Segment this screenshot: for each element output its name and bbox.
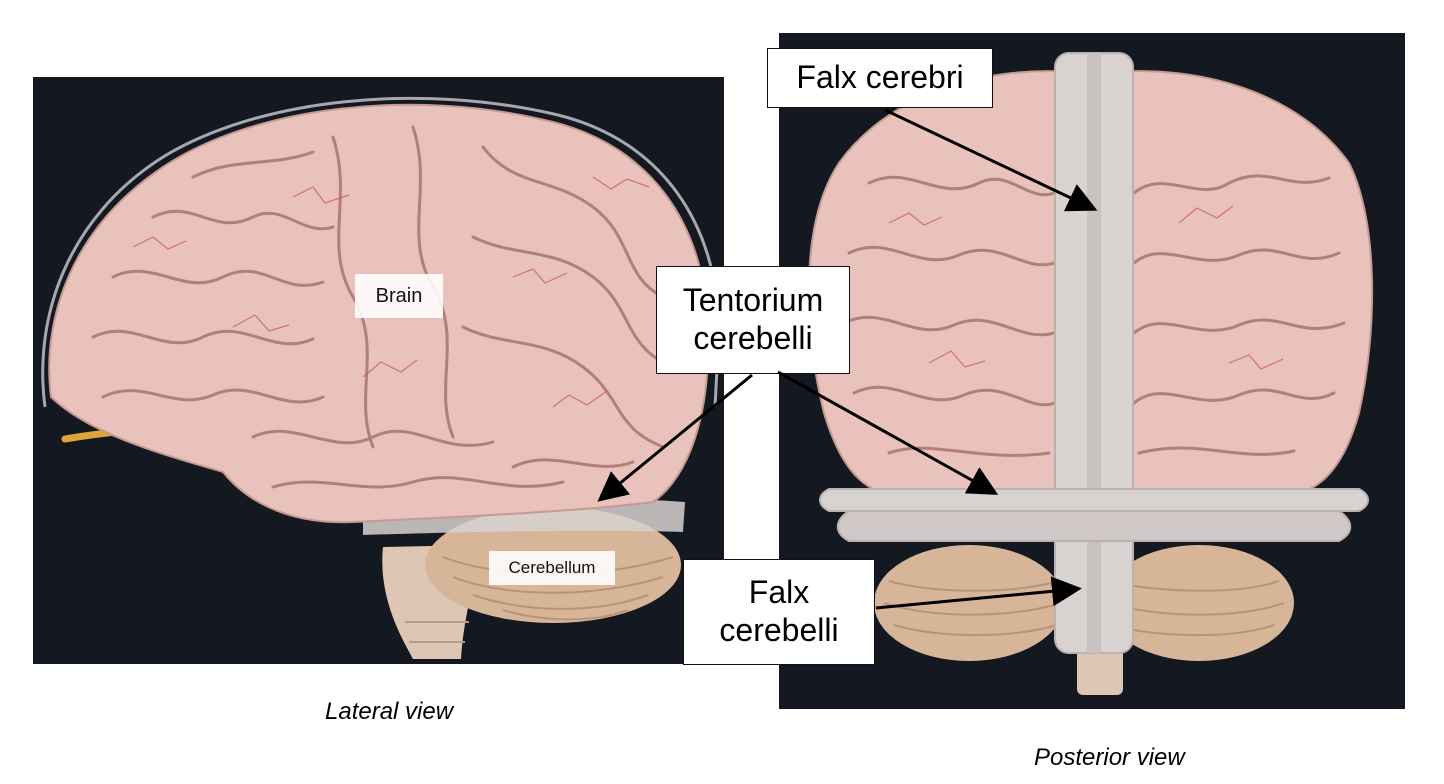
falx-cerebri-label: Falx cerebri [796,59,964,96]
surface-vessels [132,176,650,408]
lateral-view-caption: Lateral view [325,698,454,725]
posterior-view-caption: Posterior view [1034,744,1185,771]
cerebellum-label: Cerebellum [489,551,615,585]
posterior-vessels [888,205,1284,370]
falx-cerebri-callout: Falx cerebri [767,48,993,108]
brain-label: Brain [355,274,443,318]
falx-cerebelli-label-line1: Falx [748,574,810,611]
tentorium-label-line1: Tentorium [682,282,824,319]
left-hemisphere [807,70,1086,496]
dura-edge [41,96,721,408]
brainstem-ridges [405,621,469,643]
tentorium-upper-edge [819,488,1369,512]
tentorium-lower-edge [836,510,1352,542]
falx-cerebelli-label-line2: cerebelli [719,612,839,648]
right-hemisphere [1103,70,1374,496]
posterior-sulci [842,174,1346,457]
tentorium-label-line2: cerebelli [693,320,813,356]
brainstem-stub [1077,645,1123,695]
falx-cerebelli-callout: Falx cerebelli [683,559,875,665]
tentorium-cerebelli-callout: Tentorium cerebelli [656,266,850,374]
lateral-view-panel: Brain Cerebellum [33,77,724,664]
falx-midline [1087,53,1101,653]
cerebellum-left-lobe [874,545,1064,661]
lateral-brain-illustration [41,96,721,659]
